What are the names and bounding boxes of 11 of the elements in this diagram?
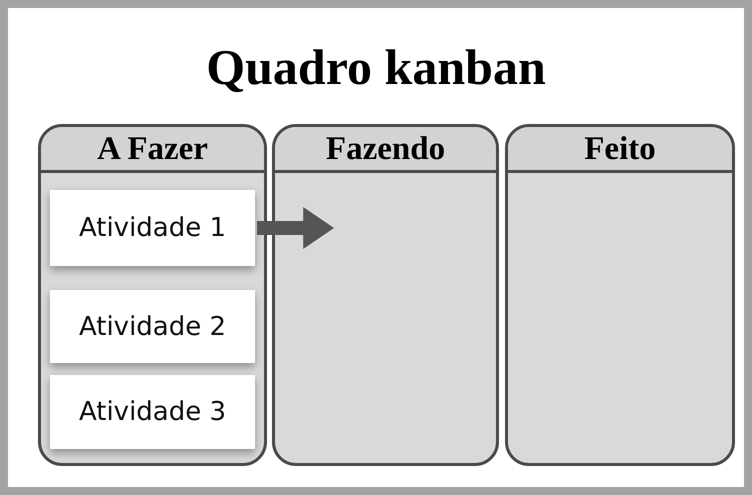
arrow (257, 207, 334, 249)
kanban-column (272, 124, 499, 466)
title: Quadro kanban (205, 38, 547, 96)
column-heading: Fazendo (275, 127, 496, 173)
task-card: Atividade 2 (50, 290, 255, 363)
kanban-column (38, 124, 267, 466)
column-heading: A Fazer (41, 127, 264, 173)
column-heading: Feito (508, 127, 732, 173)
task-card: Atividade 1 (50, 190, 255, 266)
kanban-column (505, 124, 735, 466)
task-card: Atividade 3 (50, 375, 255, 449)
